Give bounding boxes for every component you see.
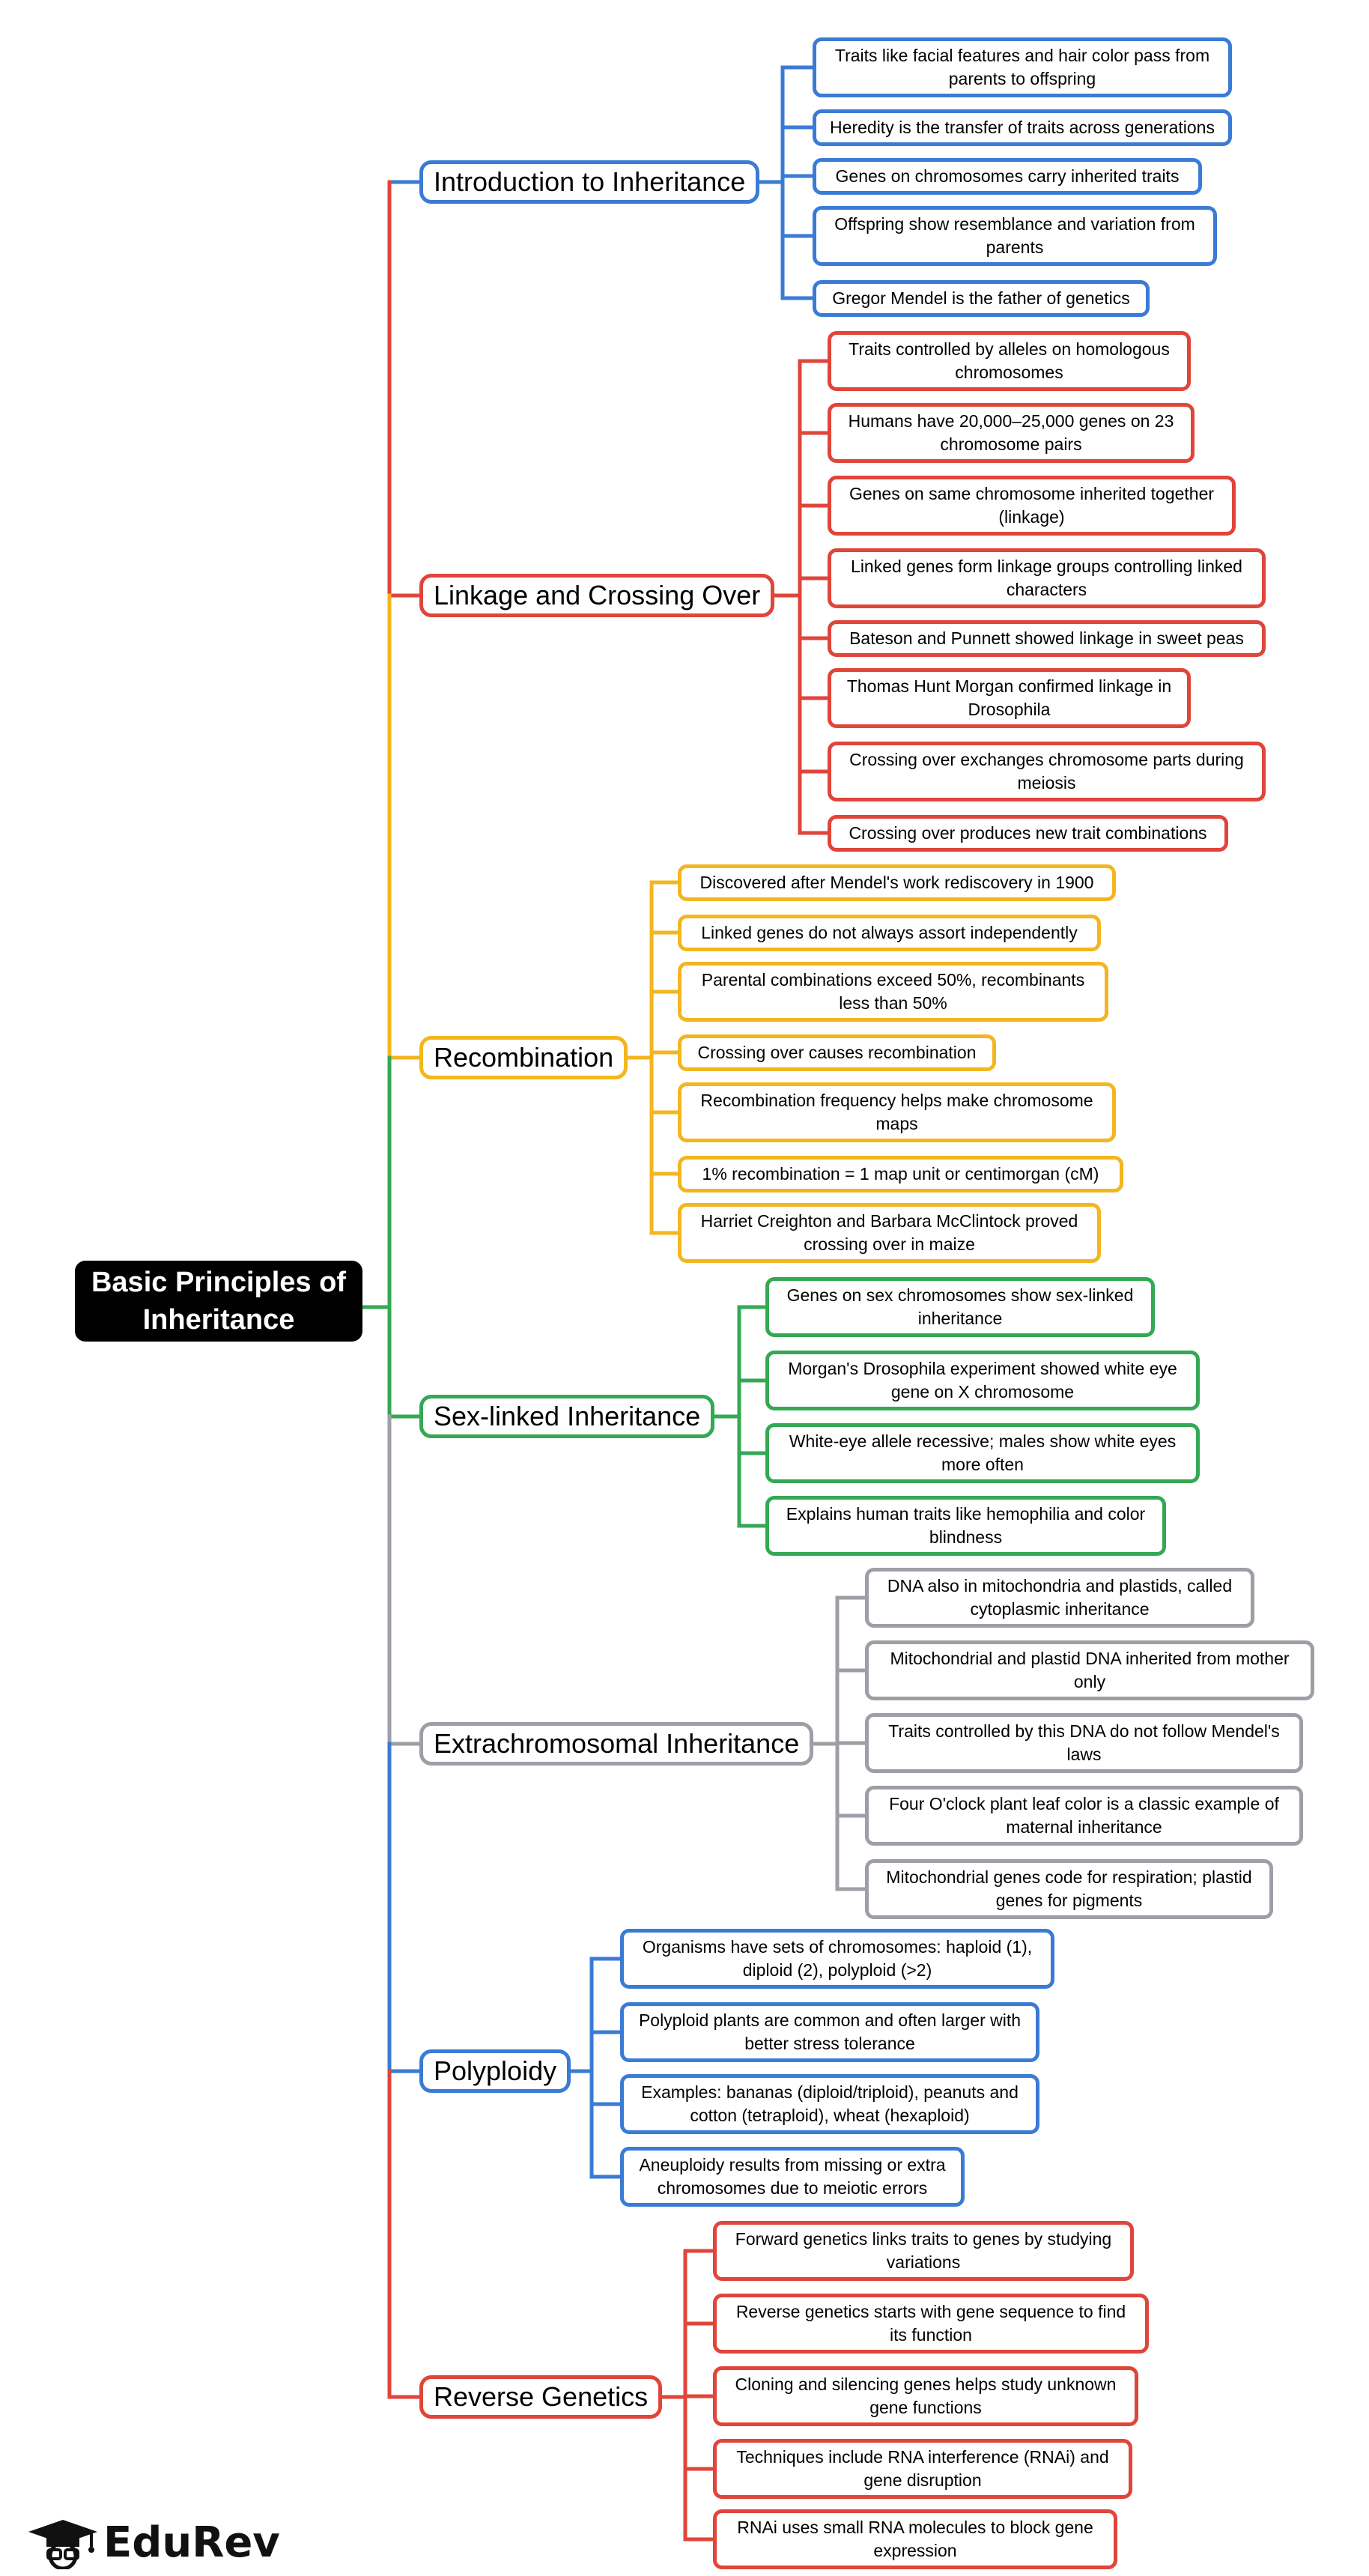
branch-node: Extrachromosomal Inheritance (419, 1722, 814, 1766)
logo-text: EduRev (103, 2518, 280, 2567)
leaf-node: Crossing over causes recombination (678, 1034, 996, 1071)
leaf-node: Linked genes form linkage groups control… (828, 548, 1266, 608)
leaf-node: Mitochondrial and plastid DNA inherited … (865, 1640, 1314, 1700)
branch-node: Reverse Genetics (419, 2375, 663, 2419)
leaf-node: Forward genetics links traits to genes b… (713, 2221, 1134, 2281)
leaf-node: Offspring show resemblance and variation… (813, 206, 1217, 266)
leaf-node: Crossing over produces new trait combina… (828, 814, 1228, 852)
leaf-node: Four O'clock plant leaf color is a class… (865, 1786, 1303, 1846)
leaf-node: Traits controlled by alleles on homologo… (828, 331, 1191, 391)
leaf-node: Genes on chromosomes carry inherited tra… (813, 157, 1202, 195)
leaf-node: Techniques include RNA interference (RNA… (713, 2439, 1132, 2499)
leaf-node: Parental combinations exceed 50%, recomb… (678, 962, 1108, 1022)
leaf-node: Gregor Mendel is the father of genetics (813, 279, 1150, 317)
leaf-node: Examples: bananas (diploid/triploid), pe… (620, 2074, 1039, 2134)
leaf-node: Bateson and Punnett showed linkage in sw… (828, 619, 1266, 657)
leaf-node: Organisms have sets of chromosomes: hapl… (620, 1929, 1054, 1989)
leaf-node: White-eye allele recessive; males show w… (765, 1423, 1200, 1483)
graduate-icon (28, 2520, 97, 2569)
leaf-node: Explains human traits like hemophilia an… (765, 1496, 1166, 1556)
leaf-node: Heredity is the transfer of traits acros… (813, 109, 1232, 146)
leaf-node: Mitochondrial genes code for respiration… (865, 1859, 1273, 1919)
leaf-node: Recombination frequency helps make chrom… (678, 1082, 1116, 1142)
branch-node: Linkage and Crossing Over (419, 574, 775, 617)
edurev-logo: EduRev (25, 2517, 280, 2569)
leaf-node: Cloning and silencing genes helps study … (713, 2366, 1138, 2426)
leaf-node: Morgan's Drosophila experiment showed wh… (765, 1351, 1200, 1410)
leaf-node: Traits controlled by this DNA do not fol… (865, 1713, 1303, 1773)
leaf-node: 1% recombination = 1 map unit or centimo… (678, 1155, 1123, 1192)
leaf-node: Genes on sex chromosomes show sex-linked… (765, 1277, 1155, 1337)
leaf-node: Reverse genetics starts with gene sequen… (713, 2294, 1149, 2354)
branch-node: Introduction to Inheritance (419, 160, 760, 204)
root-node: Basic Principles of Inheritance (75, 1261, 362, 1342)
leaf-node: Aneuploidy results from missing or extra… (620, 2147, 965, 2207)
branch-node: Recombination (419, 1036, 628, 1079)
branch-node: Sex-linked Inheritance (419, 1395, 715, 1438)
leaf-node: Traits like facial features and hair col… (813, 37, 1232, 97)
leaf-node: RNAi uses small RNA molecules to block g… (713, 2509, 1117, 2569)
leaf-node: Thomas Hunt Morgan confirmed linkage in … (828, 668, 1191, 728)
leaf-node: Linked genes do not always assort indepe… (678, 914, 1101, 951)
leaf-node: Crossing over exchanges chromosome parts… (828, 742, 1266, 801)
leaf-node: Discovered after Mendel's work rediscove… (678, 864, 1116, 901)
leaf-node: Polyploid plants are common and often la… (620, 2002, 1039, 2062)
branch-node: Polyploidy (419, 2049, 571, 2093)
leaf-node: DNA also in mitochondria and plastids, c… (865, 1568, 1254, 1628)
leaf-node: Humans have 20,000–25,000 genes on 23 ch… (828, 403, 1195, 463)
leaf-node: Harriet Creighton and Barbara McClintock… (678, 1203, 1101, 1263)
leaf-node: Genes on same chromosome inherited toget… (828, 476, 1236, 536)
